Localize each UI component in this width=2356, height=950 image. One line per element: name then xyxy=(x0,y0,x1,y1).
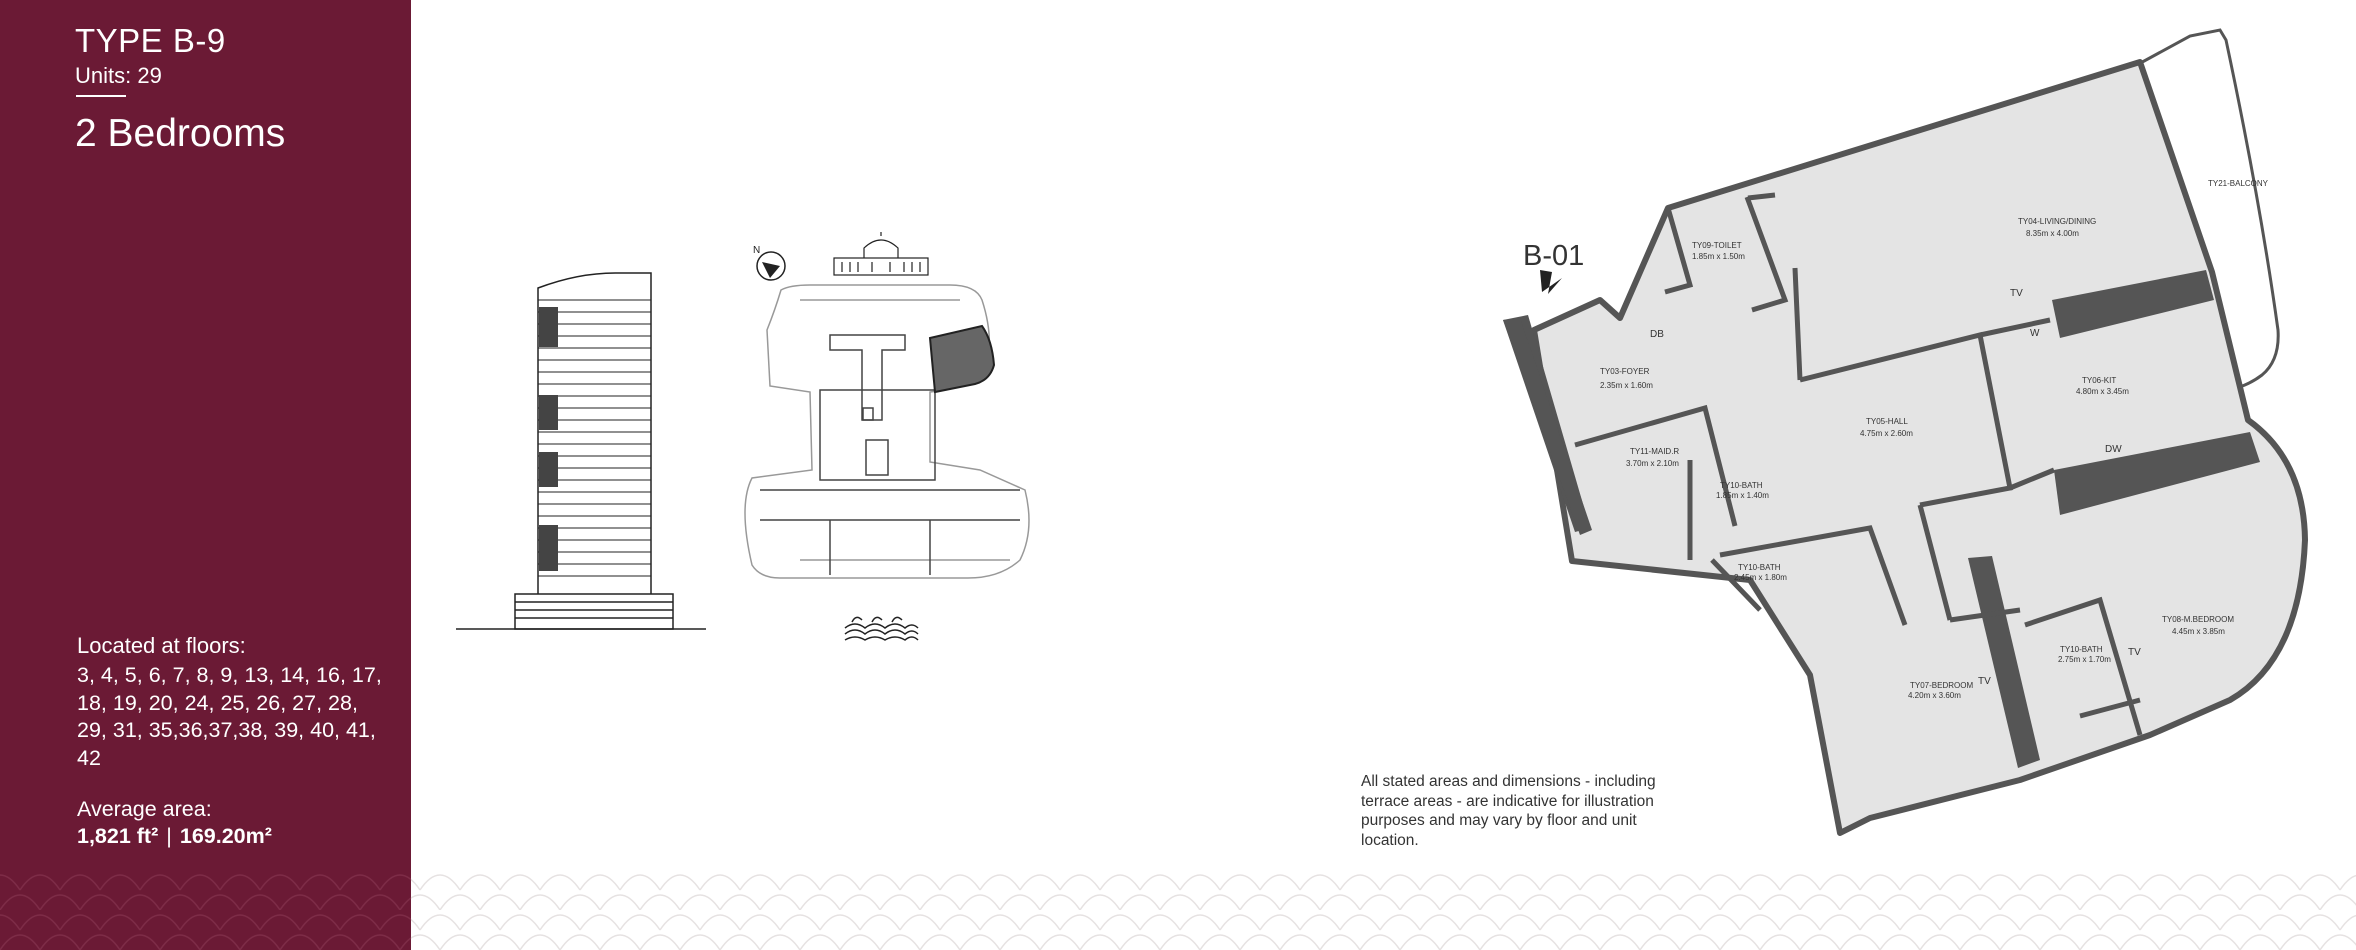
room-label: TY06-KIT xyxy=(2082,376,2116,385)
floors-list: 3, 4, 5, 6, 7, 8, 9, 13, 14, 16, 17, 18,… xyxy=(77,663,382,770)
room-dims: 4.45m x 3.85m xyxy=(2172,627,2225,636)
room-label: TY21-BALCONY xyxy=(2208,179,2269,188)
floor-plan-drawing: TY09-TOILET 1.85m x 1.50m TY04-LIVING/DI… xyxy=(1503,28,2308,836)
room-dims: 4.80m x 3.45m xyxy=(2076,387,2129,396)
room-dims: 4.75m x 2.60m xyxy=(1860,429,1913,438)
tower-elevation-drawing xyxy=(456,272,706,630)
room-dims: 1.85m x 1.50m xyxy=(1692,252,1745,261)
floors-label: Located at floors: xyxy=(77,633,246,658)
north-arrow-icon xyxy=(756,251,786,281)
fixture-label: TV xyxy=(1978,676,1991,687)
room-label: TY03-FOYER xyxy=(1600,367,1650,376)
room-labels: TY09-TOILET 1.85m x 1.50m TY04-LIVING/DI… xyxy=(1600,179,2269,700)
room-dims: 8.35m x 4.00m xyxy=(2026,229,2079,238)
landmark-building-icon xyxy=(833,232,929,276)
room-label: TY08-M.BEDROOM xyxy=(2162,615,2234,624)
room-label: TY11-MAID.R xyxy=(1630,447,1679,456)
fixture-label: W xyxy=(2030,328,2040,339)
sea-waves-icon xyxy=(844,616,919,641)
title-divider xyxy=(76,95,126,97)
average-area-label: Average area: xyxy=(77,797,212,821)
average-area-value: 1,821 ft² | 169.20m² xyxy=(77,824,272,849)
room-dims: 4.20m x 3.60m xyxy=(1908,691,1961,700)
area-sqft: 1,821 ft² xyxy=(77,824,159,848)
room-label: TY07-BEDROOM xyxy=(1910,681,1973,690)
fixture-label: TV xyxy=(2010,288,2023,299)
fixture-label: DB xyxy=(1650,329,1664,340)
room-label: TY10-BATH xyxy=(1738,563,1781,572)
room-label: TY10-BATH xyxy=(2060,645,2103,654)
sidebar-pattern xyxy=(0,870,411,950)
disclaimer-text: All stated areas and dimensions - includ… xyxy=(1361,773,1656,849)
room-label: TY04-LIVING/DINING xyxy=(2018,217,2096,226)
room-label: TY10-BATH xyxy=(1720,481,1763,490)
unit-info-sidebar: TYPE B-9 Units: 29 2 Bedrooms Located at… xyxy=(0,0,411,950)
room-dims: 2.35m x 1.60m xyxy=(1600,381,1653,390)
north-label: N xyxy=(753,245,760,256)
room-label: TY05-HALL xyxy=(1866,417,1908,426)
key-plan-drawing: N xyxy=(744,232,1030,641)
bedroom-count: 2 Bedrooms xyxy=(75,112,286,155)
room-dims: 2.45m x 1.80m xyxy=(1734,573,1787,582)
unit-tag: B-01 xyxy=(1523,240,1584,272)
entry-arrow-icon xyxy=(1540,270,1562,294)
room-label: TY09-TOILET xyxy=(1692,241,1742,250)
fixture-label: DW xyxy=(2105,444,2122,455)
area-separator: | xyxy=(166,824,172,848)
room-dims: 2.75m x 1.70m xyxy=(2058,655,2111,664)
key-plan-unit-highlight xyxy=(928,324,996,394)
decorative-pattern-band xyxy=(411,870,2356,950)
unit-count: Units: 29 xyxy=(75,63,162,88)
area-sqm: 169.20m² xyxy=(179,824,272,848)
fixture-label: TV xyxy=(2128,647,2141,658)
room-dims: 3.70m x 2.10m xyxy=(1626,459,1679,468)
unit-type-title: TYPE B-9 xyxy=(75,22,226,59)
room-dims: 1.85m x 1.40m xyxy=(1716,491,1769,500)
